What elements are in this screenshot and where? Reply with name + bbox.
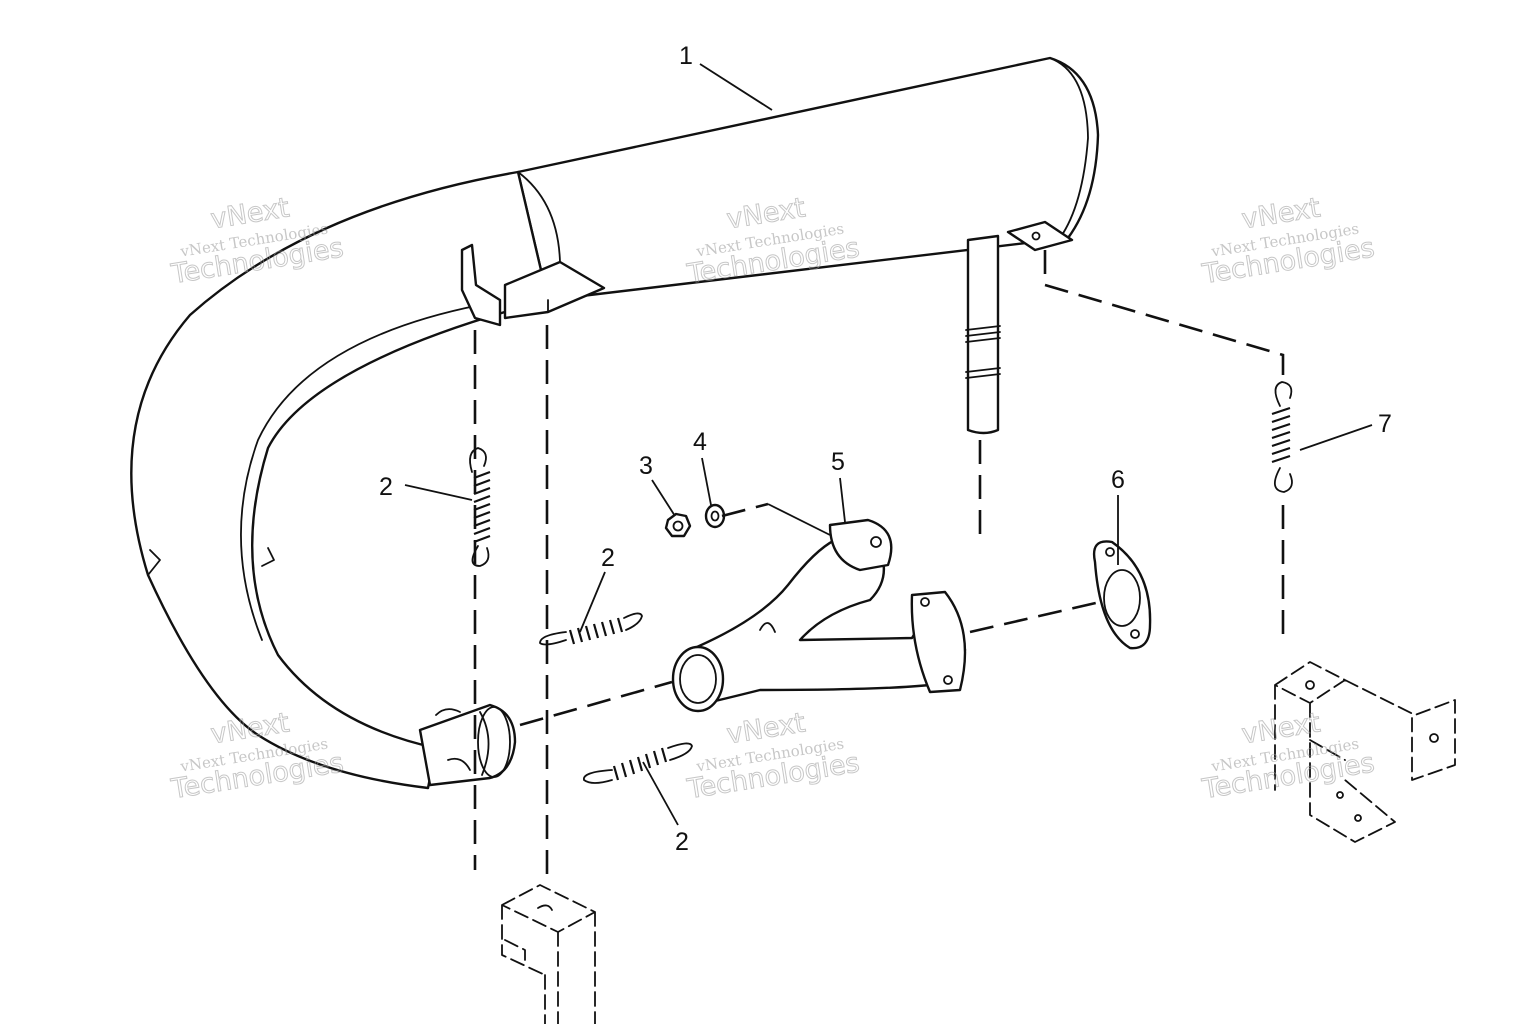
alignment-line-washer — [721, 502, 769, 518]
leader-2a — [404, 484, 473, 501]
collar-opening — [477, 706, 511, 778]
callout-3: 3 — [639, 452, 653, 480]
muffler-body — [516, 56, 1100, 302]
leader-2b — [579, 571, 606, 633]
muffler-assembly — [130, 56, 1100, 790]
callout-labels: 1 2 2 2 3 4 5 6 7 — [379, 42, 1392, 856]
leader-4 — [701, 457, 712, 506]
head-pipe-crimp-inner — [261, 547, 275, 567]
exhaust-manifold — [671, 518, 967, 713]
hanger-tab-hole — [1031, 231, 1041, 241]
spring-coil — [612, 747, 668, 781]
nut-bore — [672, 520, 684, 532]
right-bracket-outline — [1274, 661, 1456, 843]
spring-top-hook — [1274, 381, 1293, 407]
spring-left-hook — [583, 769, 613, 784]
gasket-bore — [1103, 569, 1141, 627]
callout-2a: 2 — [379, 473, 393, 501]
alignment-lines — [473, 250, 1285, 880]
frame-bracket-bottom — [501, 884, 596, 1024]
pipe-bracket-edges — [504, 284, 549, 319]
right-bracket-hole-low — [1354, 814, 1362, 822]
side-flange-hole-bottom — [943, 675, 953, 685]
watermark-bottom-center: vNext vNext Technologies Technologies — [684, 707, 862, 806]
head-pipe — [130, 170, 550, 790]
frame-bracket-right — [1274, 661, 1456, 843]
upper-flange-hole — [870, 536, 882, 548]
spring-left-hook — [539, 631, 567, 646]
washer-bore — [710, 510, 720, 522]
muffler-end-cap — [1049, 57, 1089, 239]
leader-2c — [642, 761, 679, 826]
leader-lines — [404, 63, 1373, 826]
leader-5 — [839, 477, 846, 523]
nut — [664, 512, 692, 538]
callout-1: 1 — [679, 42, 693, 70]
spring-coil — [473, 470, 491, 544]
callout-6: 6 — [1111, 466, 1125, 494]
spring-right-hook — [623, 612, 643, 631]
watermark-top-right: vNext vNext Technologies Technologies — [1199, 192, 1377, 291]
spring-bottom-hook — [471, 545, 490, 567]
collar-bead — [479, 711, 490, 776]
manifold-upper-flange — [828, 518, 893, 572]
bottom-bracket-hole — [537, 904, 553, 911]
collar-spring-hooks — [435, 708, 471, 771]
spring-right-hook — [667, 742, 693, 761]
spring-bottom-hook — [1274, 467, 1293, 493]
gasket — [1092, 540, 1152, 650]
head-pipe-contour — [240, 304, 481, 641]
callout-4: 4 — [693, 428, 707, 456]
alignment-line-outlet — [519, 680, 673, 727]
callout-7: 7 — [1378, 410, 1392, 438]
watermark-bottom-right: vNext vNext Technologies Technologies — [1199, 707, 1377, 806]
right-bracket-hole-side — [1429, 733, 1439, 743]
spring-coil — [568, 617, 624, 645]
manifold-spring-hook — [759, 622, 776, 633]
alignment-line-gasket — [969, 600, 1101, 634]
alignment-line-hanger — [1043, 250, 1285, 375]
callout-5: 5 — [831, 448, 845, 476]
manifold-outlet-bore — [679, 654, 717, 704]
head-pipe-crimp — [147, 549, 161, 576]
right-bracket-hole-top — [1305, 680, 1315, 690]
callout-2c: 2 — [675, 828, 689, 856]
gasket-hole-top — [1105, 547, 1115, 557]
spring-left-vertical — [469, 447, 491, 567]
leader-7 — [1299, 424, 1373, 451]
manifold-side-flange — [910, 590, 967, 694]
spring-right-vertical — [1271, 381, 1293, 493]
leader-3 — [651, 479, 676, 517]
right-bracket-hole-mid — [1336, 791, 1344, 799]
spring-top-hook — [469, 447, 487, 473]
washer — [704, 503, 726, 529]
gasket-outline — [1092, 540, 1152, 650]
spring-coil — [1271, 406, 1291, 464]
nut-and-washer — [664, 503, 726, 538]
spring-bottom-diagonal — [583, 742, 693, 784]
callout-2b: 2 — [601, 544, 615, 572]
leader-5-extension — [767, 503, 831, 536]
leader-1 — [699, 63, 773, 111]
spring-center-diagonal — [539, 612, 643, 646]
pipe-spring-bracket-left — [460, 243, 502, 327]
bottom-bracket-outline — [501, 884, 596, 1024]
gasket-hole-bottom — [1130, 629, 1140, 639]
manifold-body — [688, 538, 967, 707]
mount-post-grommet — [965, 325, 1001, 379]
side-flange-hole-top — [920, 597, 930, 607]
